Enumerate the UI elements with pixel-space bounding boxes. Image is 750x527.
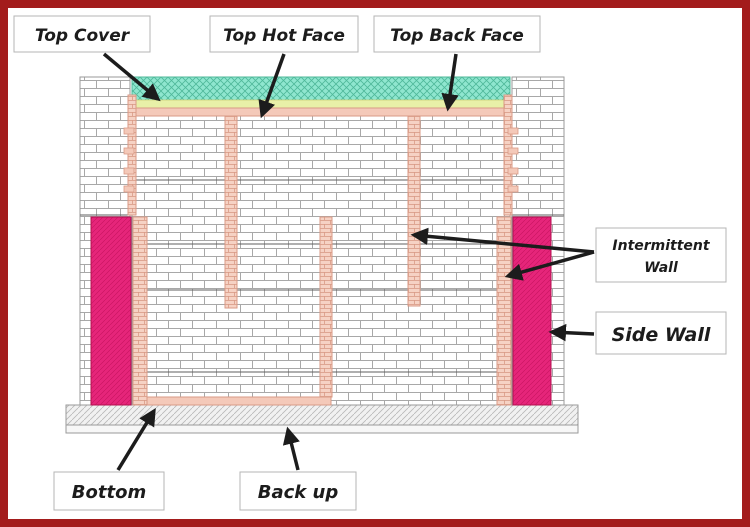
intermittent-wall-2 [319, 216, 333, 398]
bottom-hot-face [146, 396, 332, 406]
top-hot-face [131, 107, 511, 117]
label-top-back-face: Top Back Face [373, 15, 541, 53]
label-back-up-text: Back up [258, 482, 339, 503]
label-intermittent-wall: Intermittent Wall [595, 227, 727, 283]
label-bottom-text: Bottom [72, 482, 146, 503]
outer-column-nubs [123, 127, 519, 193]
label-back-up: Back up [239, 471, 357, 511]
label-top-hot-face: Top Hot Face [209, 15, 359, 53]
intermittent-wall-3 [407, 115, 421, 307]
callout-arrows [102, 52, 595, 471]
right-inner-top-wall [503, 94, 513, 216]
left-side-wall [90, 216, 132, 406]
left-inner-lining [132, 216, 148, 406]
intermittent-wall-1 [224, 115, 238, 309]
arrow-intermittent-2 [504, 250, 595, 281]
arrow-bottom [116, 408, 156, 471]
label-intermittent-line1: Intermittent [612, 238, 711, 254]
label-top-hot-face-text: Top Hot Face [223, 26, 345, 46]
label-side-wall: Side Wall [595, 311, 727, 355]
label-top-cover-text: Top Cover [35, 26, 131, 46]
left-inner-top-wall [127, 94, 137, 216]
label-top-cover: Top Cover [13, 15, 151, 53]
label-bottom: Bottom [53, 471, 165, 511]
arrow-back-up [282, 426, 300, 471]
arrow-side-wall [548, 323, 595, 342]
label-side-wall-text: Side Wall [612, 324, 711, 346]
arrow-top-back-face [441, 53, 459, 112]
label-intermittent-line2: Wall [644, 260, 678, 276]
arrow-top-cover [102, 52, 161, 102]
arrow-intermittent-1 [410, 227, 595, 254]
arrow-top-hot-face [258, 53, 286, 119]
top-back-face [131, 99, 511, 109]
back-up-slab [65, 404, 579, 434]
label-top-back-face-text: Top Back Face [390, 26, 524, 46]
